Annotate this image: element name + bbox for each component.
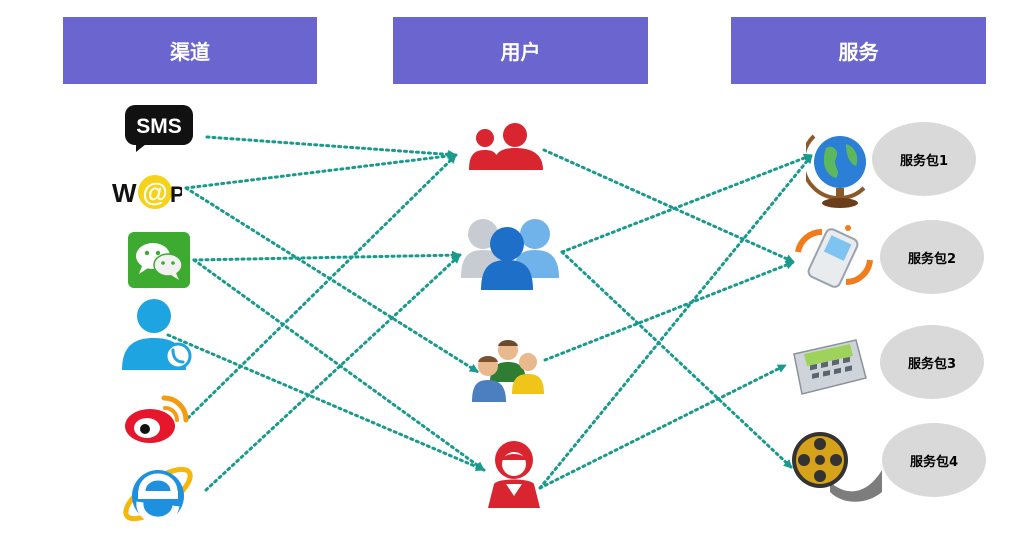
arrow-ie-to-blue_group <box>204 253 462 492</box>
ie-browser-icon <box>118 456 198 532</box>
arrow-team-to-mobile <box>543 260 796 362</box>
wap-icon: W @ P <box>112 170 185 214</box>
header-users: 用户 <box>393 17 648 84</box>
arrow-blue_group-to-film <box>560 250 794 470</box>
wechat-icon <box>128 232 190 288</box>
female-user-icon <box>484 440 544 508</box>
film-reel-icon <box>790 430 886 506</box>
svg-text:@: @ <box>142 177 167 207</box>
arrow-blue_group-to-globe <box>560 153 814 254</box>
service-package-3: 服务包3 <box>880 325 984 399</box>
service-package-2: 服务包2 <box>880 220 984 294</box>
arrow-wechat-to-female <box>192 258 486 472</box>
calculator-icon <box>788 334 868 396</box>
sms-icon: SMS <box>124 104 194 152</box>
service-package-1: 服务包1 <box>872 122 976 196</box>
arrow-female-to-globe <box>538 153 814 490</box>
team-icon <box>472 338 544 402</box>
globe-icon <box>800 126 872 210</box>
weibo-icon <box>122 390 192 446</box>
arrow-weibo-to-pair <box>186 153 458 420</box>
user-pair-icon <box>467 122 545 170</box>
arrow-wap-to-team <box>184 186 480 374</box>
user-group-blue-icon <box>461 214 559 290</box>
arrow-phone_user-to-female <box>166 333 486 472</box>
arrow-female-to-calculator <box>538 363 788 490</box>
arrow-sms-to-pair <box>205 135 458 159</box>
header-services: 服务 <box>731 17 986 84</box>
arrow-wechat-to-blue_group <box>192 250 462 262</box>
phone-user-icon <box>120 298 192 372</box>
svg-text:W: W <box>112 178 137 208</box>
arrow-wap-to-pair <box>184 151 458 190</box>
mobile-phone-icon <box>794 222 874 290</box>
sms-label: SMS <box>136 115 182 138</box>
service-package-4: 服务包4 <box>882 423 986 497</box>
svg-text:P: P <box>170 182 182 207</box>
header-channels: 渠道 <box>63 17 317 84</box>
arrow-pair-to-mobile <box>542 148 796 264</box>
